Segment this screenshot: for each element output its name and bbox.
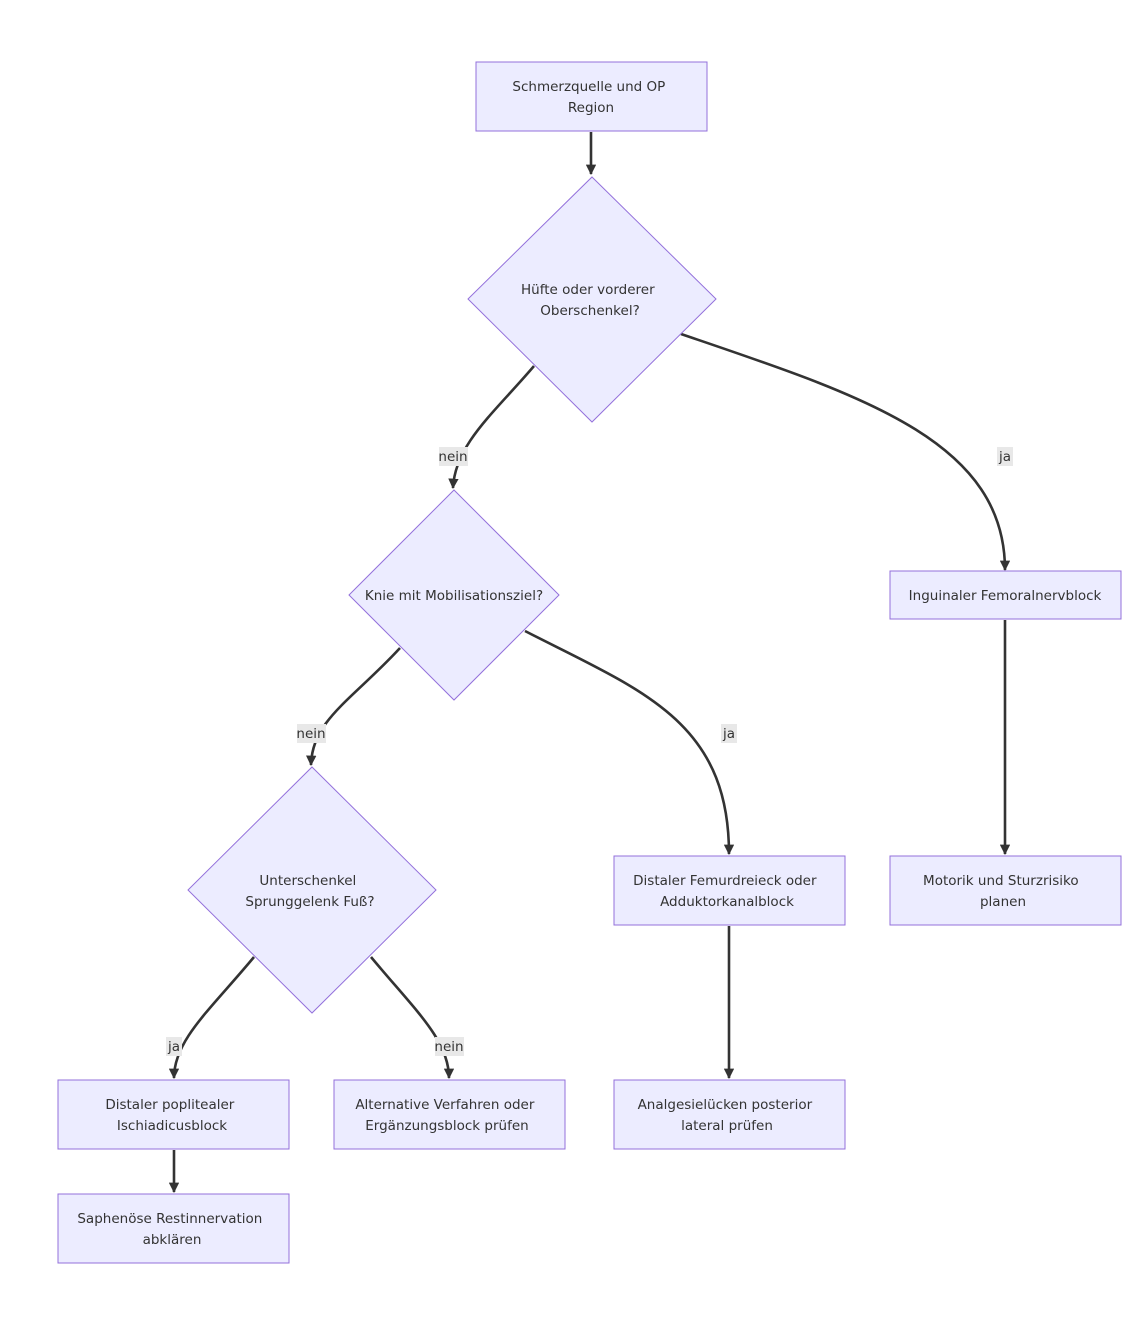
decision-huefte-line-2: Oberschenkel? bbox=[540, 303, 639, 319]
edge-label-huefte-nein: nein bbox=[438, 447, 468, 466]
node-adduktor[interactable]: Distaler Femurdreieck oder Adduktorkanal… bbox=[613, 855, 846, 926]
node-ischiadicus[interactable]: Distaler poplitealer Ischiadicusblock bbox=[57, 1079, 290, 1150]
edge-label-knie-ja: ja bbox=[721, 724, 737, 743]
svg-text:nein: nein bbox=[438, 449, 467, 465]
node-adduktor-line-2: Adduktorkanalblock bbox=[660, 894, 794, 910]
node-analgesie[interactable]: Analgesielücken posterior lateral prüfen bbox=[613, 1079, 846, 1150]
node-motorik-line-1: Motorik und Sturzrisiko bbox=[923, 873, 1079, 889]
node-adduktor-line-1: Distaler Femurdreieck oder bbox=[633, 873, 817, 889]
edge-label-unterschenkel-ja: ja bbox=[166, 1037, 182, 1056]
node-start-line-1: Schmerzquelle und OP bbox=[512, 79, 665, 95]
node-start-line-2: Region bbox=[568, 100, 614, 116]
decision-knie[interactable]: Knie mit Mobilisationsziel? bbox=[348, 489, 560, 701]
edge-labels: nein ja nein ja ja nein bbox=[166, 447, 1013, 1056]
svg-text:Analgesielücken posterior: Analgesielücken posterior lateral prüfen bbox=[638, 1097, 817, 1134]
edge-knie-to-unterschenkel bbox=[306, 647, 401, 767]
svg-text:Inguinaler Femoralnervblock: Inguinaler Femoralnervblock bbox=[909, 588, 1102, 604]
edge-unterschenkel-to-alternative bbox=[369, 956, 455, 1080]
node-femoral-line-1: Inguinaler Femoralnervblock bbox=[909, 588, 1102, 604]
svg-text:nein: nein bbox=[296, 726, 325, 742]
node-ischiadicus-line-1: Distaler poplitealer bbox=[105, 1097, 234, 1113]
edge-huefte-to-femoral bbox=[680, 332, 1011, 572]
svg-text:nein: nein bbox=[434, 1039, 463, 1055]
svg-text:Alternative Verfahren oder: Alternative Verfahren oder Ergänzungsblo… bbox=[355, 1097, 538, 1134]
edge-label-huefte-ja: ja bbox=[997, 447, 1013, 466]
node-motorik-line-2: planen bbox=[980, 894, 1026, 910]
svg-text:ja: ja bbox=[998, 449, 1011, 465]
edge-label-knie-nein: nein bbox=[296, 724, 326, 743]
svg-text:ja: ja bbox=[167, 1039, 180, 1055]
edges bbox=[168, 132, 1011, 1194]
svg-text:Knie mit Mobilisationsziel?: Knie mit Mobilisationsziel? bbox=[365, 588, 543, 604]
node-motorik[interactable]: Motorik und Sturzrisiko planen bbox=[889, 855, 1122, 926]
node-saphenus[interactable]: Saphenöse Restinnervation abklären bbox=[57, 1193, 290, 1264]
node-femoral[interactable]: Inguinaler Femoralnervblock bbox=[889, 570, 1122, 620]
decision-unterschenkel[interactable]: Unterschenkel Sprunggelenk Fuß? bbox=[187, 766, 437, 1014]
node-alternative-line-2: Ergänzungsblock prüfen bbox=[365, 1118, 528, 1134]
decision-knie-line-1: Knie mit Mobilisationsziel? bbox=[365, 588, 543, 604]
svg-text:Schmerzquelle und OP R: Schmerzquelle und OP Region bbox=[512, 79, 669, 116]
node-ischiadicus-line-2: Ischiadicusblock bbox=[117, 1118, 227, 1134]
decision-unterschenkel-line-1: Unterschenkel bbox=[259, 873, 356, 889]
node-start[interactable]: Schmerzquelle und OP Region bbox=[475, 61, 708, 132]
node-alternative-line-1: Alternative Verfahren oder bbox=[355, 1097, 535, 1113]
decision-unterschenkel-line-2: Sprunggelenk Fuß? bbox=[245, 894, 374, 910]
node-saphenus-line-2: abklären bbox=[143, 1232, 202, 1248]
edge-label-unterschenkel-nein: nein bbox=[434, 1037, 464, 1056]
node-analgesie-line-2: lateral prüfen bbox=[681, 1118, 773, 1134]
svg-text:Distaler Femurdreieck oder: Distaler Femurdreieck oder Adduktorkanal… bbox=[633, 873, 821, 910]
node-analgesie-line-1: Analgesielücken posterior bbox=[638, 1097, 813, 1113]
svg-text:Saphenöse Restinnervation: Saphenöse Restinnervation abklären bbox=[77, 1211, 266, 1248]
edge-unterschenkel-to-ischiadicus bbox=[168, 956, 256, 1080]
svg-text:Distaler poplitealer I: Distaler poplitealer Ischiadicusblock bbox=[105, 1097, 238, 1134]
nodes: Schmerzquelle und OP Region Hüfte oder v… bbox=[57, 61, 1122, 1264]
svg-text:Motorik und Sturzrisiko: Motorik und Sturzrisiko planen bbox=[923, 873, 1083, 910]
svg-text:Unterschenkel Sprungge: Unterschenkel Sprunggelenk Fuß? bbox=[245, 873, 374, 910]
edge-huefte-to-knie bbox=[448, 365, 535, 490]
node-saphenus-line-1: Saphenöse Restinnervation bbox=[77, 1211, 262, 1227]
edge-knie-to-adduktor bbox=[524, 629, 735, 856]
decision-huefte[interactable]: Hüfte oder vorderer Oberschenkel? bbox=[467, 176, 717, 423]
svg-text:Hüfte oder vorderer Ob: Hüfte oder vorderer Oberschenkel? bbox=[521, 282, 659, 319]
node-alternative[interactable]: Alternative Verfahren oder Ergänzungsblo… bbox=[333, 1079, 566, 1150]
decision-huefte-line-1: Hüfte oder vorderer bbox=[521, 282, 655, 298]
svg-text:ja: ja bbox=[722, 726, 735, 742]
